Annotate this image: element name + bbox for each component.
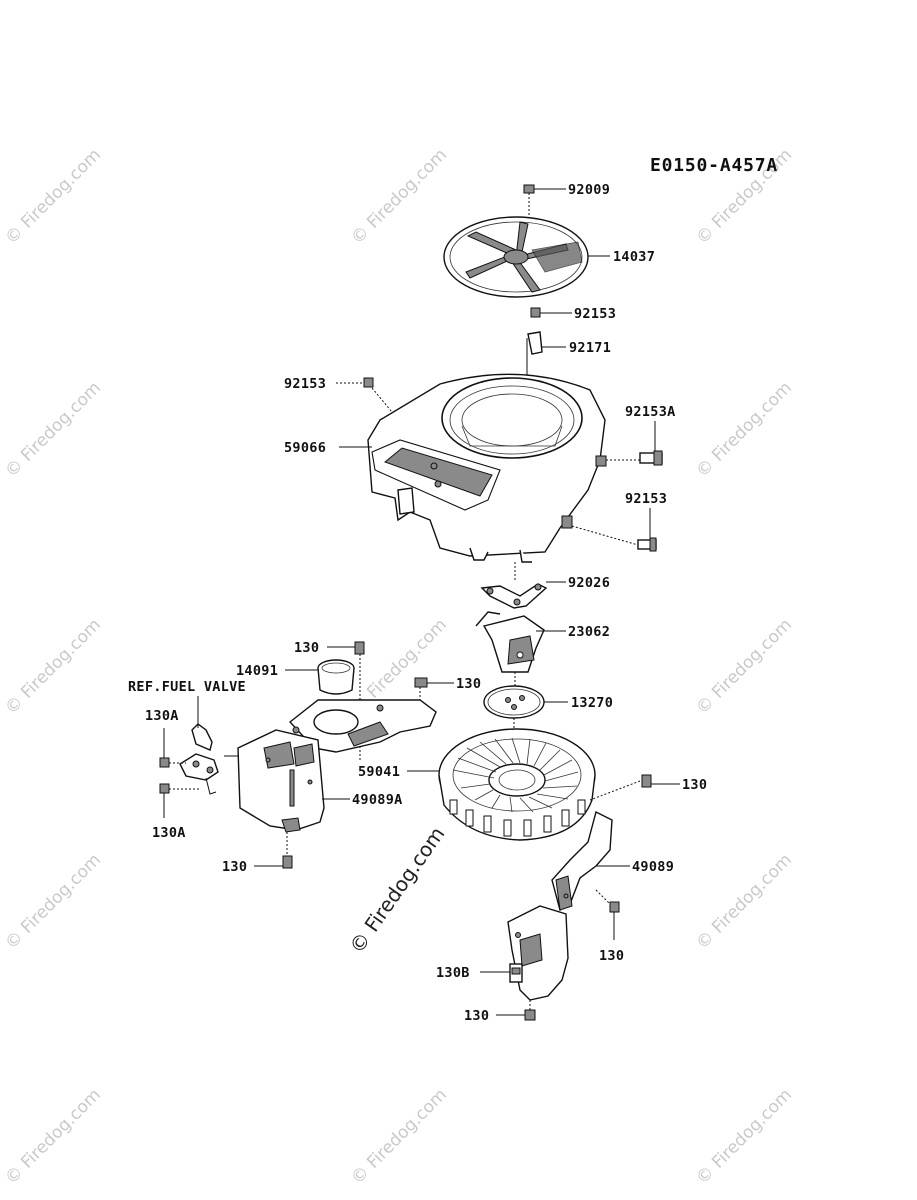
housing-59066: [339, 373, 607, 563]
callout-92009: 92009: [568, 182, 610, 198]
screw-92153-top: [530, 307, 572, 318]
plate-92026: [480, 562, 566, 609]
callout-130: 130: [682, 777, 707, 793]
callout-14091: 14091: [236, 663, 278, 679]
bolt-92009: [523, 184, 566, 215]
watermark: © Firedog.com: [1, 615, 105, 719]
callout-130: 130: [599, 948, 624, 964]
shroud-49089: [507, 810, 630, 1001]
callout-92153A: 92153A: [625, 404, 676, 420]
callout-130A: 130A: [152, 825, 186, 841]
screw-130-bottom: [496, 1000, 536, 1021]
watermark: © Firedog.com: [347, 145, 451, 249]
callout-130: 130: [464, 1008, 489, 1024]
callout-130: 130: [222, 859, 247, 875]
screw-92153-left: [336, 377, 393, 413]
collar-14091: [285, 659, 355, 695]
watermark: © Firedog.com: [692, 850, 796, 954]
reference-fuel-valve: REF.FUEL VALVE: [128, 679, 246, 695]
screw-130A-upper: [159, 728, 186, 768]
callout-13270: 13270: [571, 695, 613, 711]
fuel-valve-bracket: [179, 696, 219, 795]
watermark: © Firedog.com: [1, 378, 105, 482]
shroud-49089A: [224, 699, 437, 833]
screw-130-bottom-left: [254, 832, 293, 869]
watermark: © Firedog.com: [692, 1085, 796, 1189]
bracket-23062: [475, 611, 566, 673]
callout-92153: 92153: [574, 306, 616, 322]
callout-130A: 130A: [145, 708, 179, 724]
watermark: © Firedog.com: [692, 615, 796, 719]
callout-130B: 130B: [436, 965, 470, 981]
callout-23062: 23062: [568, 624, 610, 640]
watermark: © Firedog.com: [1, 1085, 105, 1189]
screw-130A-lower: [159, 783, 200, 818]
callout-92026: 92026: [568, 575, 610, 591]
screw-92153-right: [571, 508, 657, 552]
bolt-92153A: [606, 421, 663, 466]
callout-59066: 59066: [284, 440, 326, 456]
plate-13270: [483, 672, 568, 740]
callout-92153: 92153: [625, 491, 667, 507]
watermark: © Firedog.com: [1, 850, 105, 954]
callout-14037: 14037: [613, 249, 655, 265]
diagram-code: E0150-A457A: [650, 155, 778, 176]
callout-59041: 59041: [358, 764, 400, 780]
screw-130-right: [589, 774, 680, 801]
watermark-layer: © Firedog.com © Firedog.com © Firedog.co…: [1, 145, 796, 1189]
callout-92171: 92171: [569, 340, 611, 356]
watermark-center: © Firedog.com: [344, 822, 449, 958]
watermark: © Firedog.com: [347, 1085, 451, 1189]
callout-49089: 49089: [632, 859, 674, 875]
fitting-130B: [480, 963, 523, 983]
watermark: © Firedog.com: [1, 145, 105, 249]
bracket-92171: [526, 331, 566, 400]
screw-130-right-lower: [595, 889, 620, 940]
callout-130: 130: [294, 640, 319, 656]
callout-labels: 92009 14037 92153 92171 92153 59066 9215…: [128, 182, 707, 1024]
callout-92153: 92153: [284, 376, 326, 392]
screen-14037: [443, 216, 610, 298]
callout-130: 130: [456, 676, 481, 692]
callout-49089A: 49089A: [352, 792, 403, 808]
fan-59041: [407, 728, 596, 841]
watermark: © Firedog.com: [692, 378, 796, 482]
